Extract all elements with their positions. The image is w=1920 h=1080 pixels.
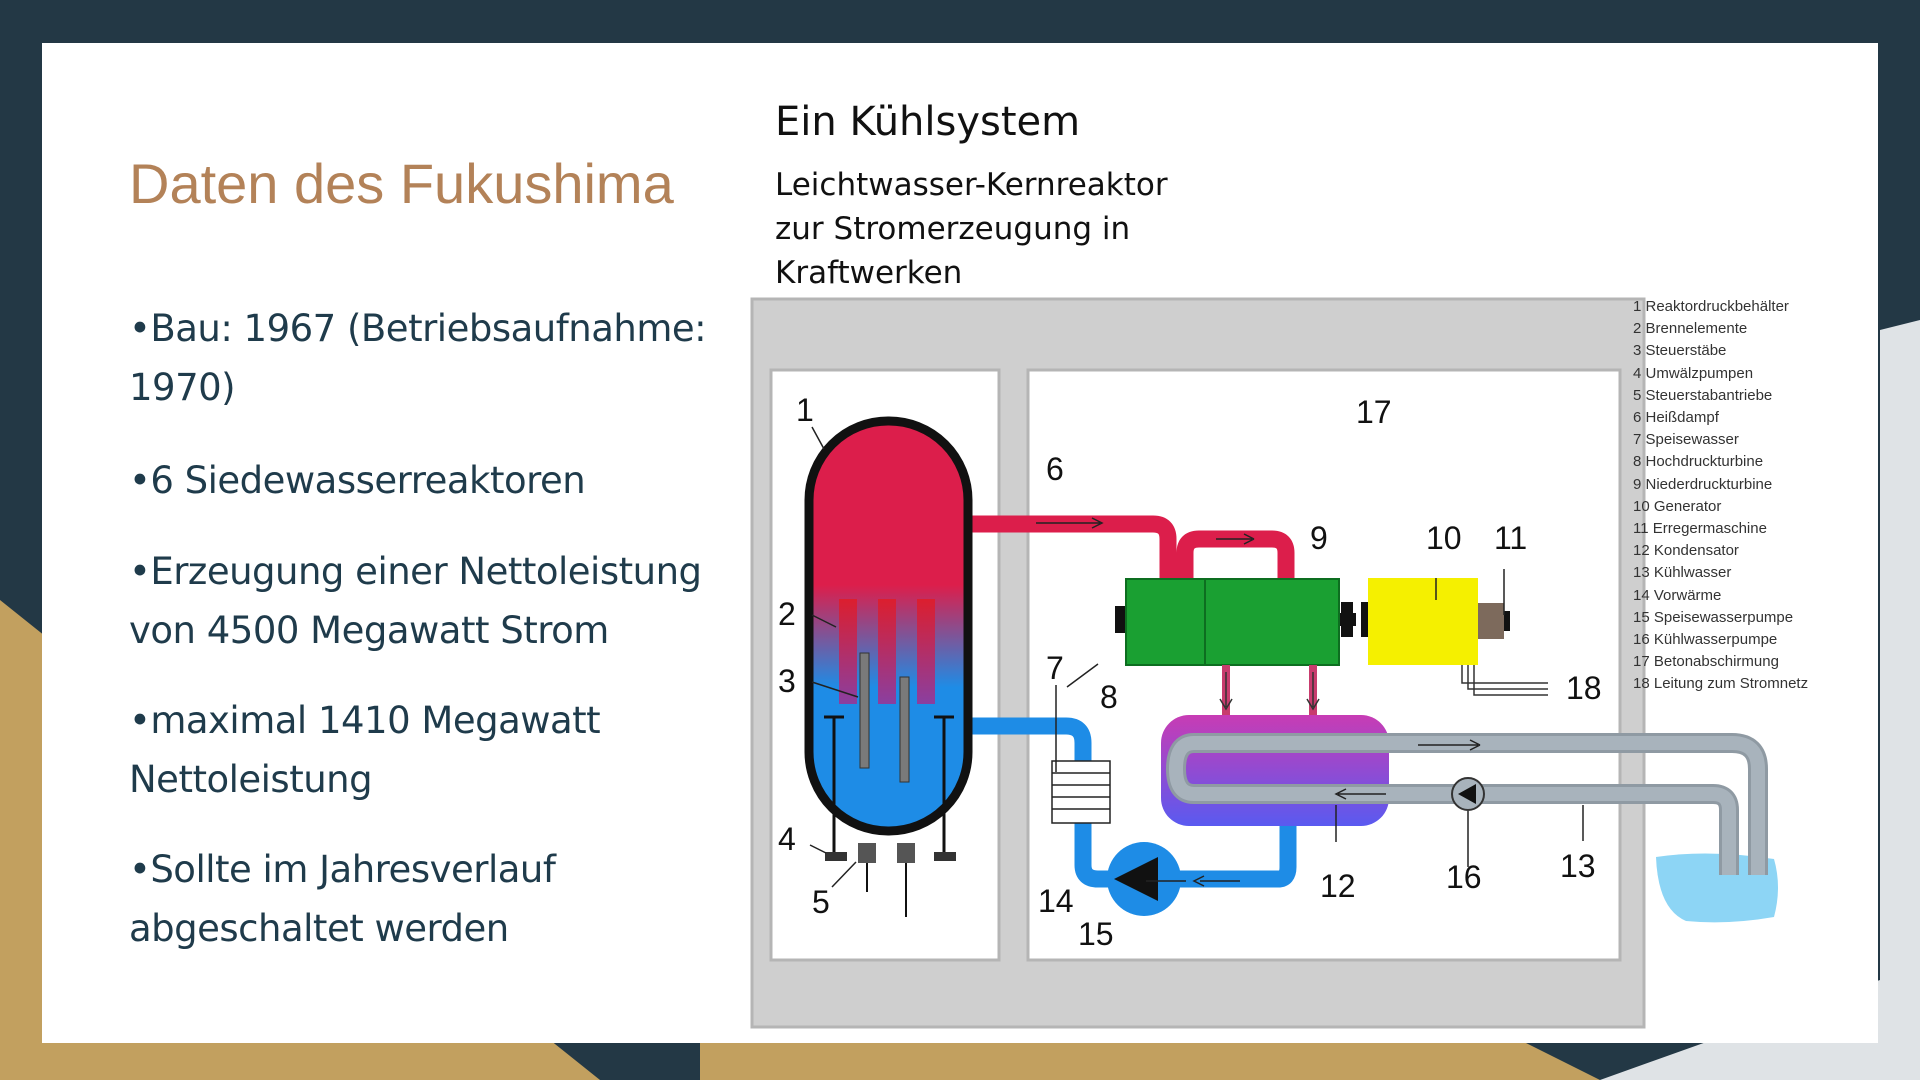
diagram-label-4: 4	[778, 821, 796, 857]
bullet-line: •Erzeugung einer Nettoleistung	[129, 550, 702, 593]
legend-item: 3 Steuerstäbe	[1633, 342, 1727, 360]
diagram-label-16: 16	[1446, 859, 1482, 895]
diagram-label-12: 12	[1320, 868, 1356, 904]
reactor-cooling-diagram: 1 2 3 4 5 6 7 8 9 10 11 12 13 14 15 16 1…	[750, 297, 1778, 1029]
flow-arrow	[1219, 672, 1320, 711]
right-heading: Ein Kühlsystem	[775, 99, 1081, 145]
fuel-element	[839, 599, 857, 704]
recirculation-pump	[825, 852, 847, 861]
bullet-net-output: •Erzeugung einer Nettoleistung von 4500 …	[129, 542, 729, 660]
diagram-label-1: 1	[796, 392, 814, 428]
diagram-legend: 1 Reaktordruckbehälter 2 Brennelemente 3…	[1633, 296, 1808, 696]
bullet-line: abgeschaltet werden	[129, 907, 509, 950]
diagram-label-6: 6	[1046, 451, 1064, 487]
diagram-label-9: 9	[1310, 520, 1328, 556]
bullet-shutdown: •Sollte im Jahresverlauf abgeschaltet we…	[129, 840, 729, 958]
recirculation-pump	[934, 852, 956, 861]
river	[1656, 853, 1778, 923]
recirculation-pump-shaft	[824, 715, 954, 852]
bullet-line: Nettoleistung	[129, 758, 373, 801]
legend-item: 8 Hochdruckturbine	[1633, 453, 1764, 471]
legend-item: 12 Kondensator	[1633, 542, 1739, 560]
legend-item: 2 Brennelemente	[1633, 320, 1748, 338]
legend-item: 9 Niederdruckturbine	[1633, 475, 1773, 493]
control-rod-drive	[858, 843, 876, 863]
bullet-line: •Bau: 1967 (Betriebsaufnahme:	[129, 307, 707, 350]
bullet-line: •6 Siedewasserreaktoren	[129, 459, 586, 502]
control-rod	[899, 676, 910, 783]
bullet-line: von 4500 Megawatt Strom	[129, 609, 609, 652]
diagram-label-8: 8	[1100, 679, 1118, 715]
exciter	[1478, 603, 1504, 639]
low-pressure-turbine	[1204, 578, 1340, 666]
flow-arrow	[1036, 517, 1481, 887]
legend-item: 16 Kühlwasserpumpe	[1633, 631, 1778, 649]
diagram-label-7: 7	[1046, 650, 1064, 686]
preheater	[1051, 760, 1111, 824]
diagram-label-10: 10	[1426, 520, 1462, 556]
legend-item: 18 Leitung zum Stromnetz	[1633, 675, 1809, 693]
diagram-label-17: 17	[1356, 394, 1392, 430]
legend-item: 10 Generator	[1633, 497, 1722, 515]
bullet-line: •Sollte im Jahresverlauf	[129, 848, 556, 891]
diagram-label-2: 2	[778, 596, 796, 632]
bullet-construction: •Bau: 1967 (Betriebsaufnahme: 1970)	[129, 299, 729, 417]
legend-item: 7 Speisewasser	[1633, 431, 1739, 449]
diagram-label-13: 13	[1560, 848, 1596, 884]
diagram-label-18: 18	[1566, 670, 1602, 706]
legend-item: 13 Kühlwasser	[1633, 564, 1732, 582]
diagram-label-15: 15	[1078, 916, 1114, 952]
legend-item: 5 Steuerstabantriebe	[1633, 386, 1773, 404]
cooling-water-pipe	[1168, 736, 1765, 875]
high-pressure-turbine	[1125, 578, 1206, 666]
diagram-label-14: 14	[1038, 883, 1074, 919]
legend-item: 17 Betonabschirmung	[1633, 653, 1779, 671]
fuel-element	[878, 599, 896, 704]
condenser	[1161, 715, 1389, 826]
subheading-line: zur Stromerzeugung in	[775, 211, 1131, 247]
diagram-label-11: 11	[1494, 520, 1527, 556]
control-rod	[859, 652, 870, 769]
grid-line	[1461, 665, 1548, 696]
legend-item: 1 Reaktordruckbehälter	[1633, 298, 1789, 315]
control-rod-drive	[897, 843, 915, 863]
subheading-line: Kraftwerken	[775, 255, 963, 291]
bullet-reactors: •6 Siedewasserreaktoren	[129, 451, 729, 510]
legend-item: 15 Speisewasserpumpe	[1633, 608, 1794, 626]
condensate-pipe	[1144, 817, 1297, 888]
legend-item: 11 Erregermaschine	[1633, 520, 1767, 538]
exciter-cap	[1504, 611, 1510, 631]
slide-title: Daten des Fukushima	[129, 152, 674, 215]
diagram-label-5: 5	[812, 884, 830, 920]
turbine-coupling	[1361, 602, 1369, 637]
diagram-label-3: 3	[778, 663, 796, 699]
bullet-line: 1970)	[129, 366, 236, 409]
turbine-coupling	[1115, 606, 1125, 633]
legend-item: 4 Umwälzpumpen	[1633, 364, 1754, 382]
bullet-line: •maximal 1410 Megawatt	[129, 699, 601, 742]
steam-pipe	[965, 515, 1177, 579]
right-subheading: Leichtwasser-Kernreaktor zur Stromerzeug…	[775, 163, 1168, 295]
control-rod-drive-shaft	[866, 863, 907, 917]
legend-item: 6 Heißdampf	[1633, 409, 1719, 427]
legend-item: 14 Vorwärme	[1633, 586, 1722, 604]
fuel-element	[917, 599, 935, 704]
bullet-max-output: •maximal 1410 Megawatt Nettoleistung	[129, 691, 729, 809]
subheading-line: Leichtwasser-Kernreaktor	[775, 167, 1168, 203]
turbine-coupling	[1341, 602, 1353, 637]
generator	[1368, 578, 1478, 665]
cooling-water-pump-triangle	[1458, 784, 1476, 804]
feedwater-pump-triangle	[1114, 857, 1158, 901]
